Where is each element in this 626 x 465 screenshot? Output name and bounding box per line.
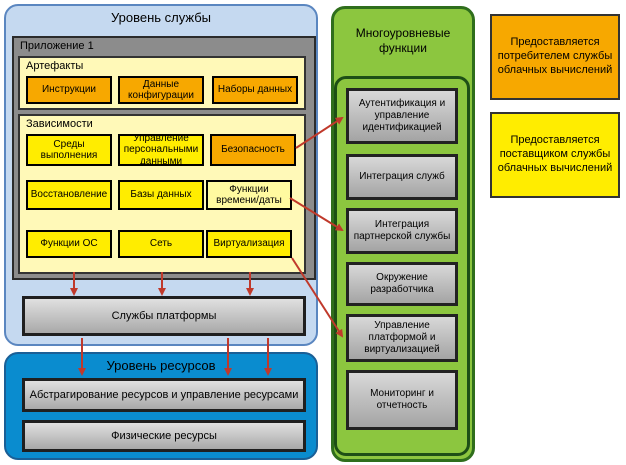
artifact-datasets: Наборы данных bbox=[212, 76, 298, 104]
dep-time-functions: Функции времени/даты bbox=[206, 180, 292, 210]
physical-resources: Физические ресурсы bbox=[22, 420, 306, 452]
service-level-title: Уровень службы bbox=[110, 10, 212, 25]
arrow-virtualization-to-platform-mgmt bbox=[291, 257, 344, 338]
mfunc-monitoring: Мониторинг и отчетность bbox=[346, 370, 458, 430]
dep-databases: Базы данных bbox=[118, 180, 204, 210]
artifact-config-data: Данные конфигурации bbox=[118, 76, 204, 104]
dep-runtime: Среды выполнения bbox=[26, 134, 112, 166]
artifacts-title: Артефакты bbox=[26, 60, 84, 72]
multilevel-title: Многоуровневые функции bbox=[355, 26, 451, 55]
dep-recovery: Восстановление bbox=[26, 180, 112, 210]
mfunc-developer-environment: Окружение разработчика bbox=[346, 262, 458, 306]
mfunc-service-integration: Интеграция служб bbox=[346, 154, 458, 200]
dep-network: Сеть bbox=[118, 230, 204, 258]
artifact-instructions: Инструкции bbox=[26, 76, 112, 104]
resource-level-title: Уровень ресурсов bbox=[106, 358, 216, 373]
arrow-time-to-partner bbox=[289, 197, 344, 232]
dep-security: Безопасность bbox=[210, 134, 296, 166]
mfunc-platform-management: Управление платформой и виртуализацией bbox=[346, 314, 458, 362]
dep-virtualization: Виртуализация bbox=[206, 230, 292, 258]
dependencies-title: Зависимости bbox=[26, 118, 93, 130]
arrow-security-to-auth bbox=[295, 116, 344, 149]
legend-consumer: Предоставляется потребителем службы обла… bbox=[490, 14, 620, 100]
platform-services: Службы платформы bbox=[22, 296, 306, 336]
dep-personal-data: Управление персональными данными bbox=[118, 133, 204, 167]
mfunc-partner-integration: Интеграция партнерской службы bbox=[346, 208, 458, 254]
application-title: Приложение 1 bbox=[20, 40, 94, 52]
mfunc-authentication: Аутентификация и управление идентификаци… bbox=[346, 88, 458, 144]
resource-abstraction: Абстрагирование ресурсов и управление ре… bbox=[22, 378, 306, 412]
dep-os-functions: Функции ОС bbox=[26, 230, 112, 258]
legend-provider: Предоставляется поставщиком службы облач… bbox=[490, 112, 620, 198]
